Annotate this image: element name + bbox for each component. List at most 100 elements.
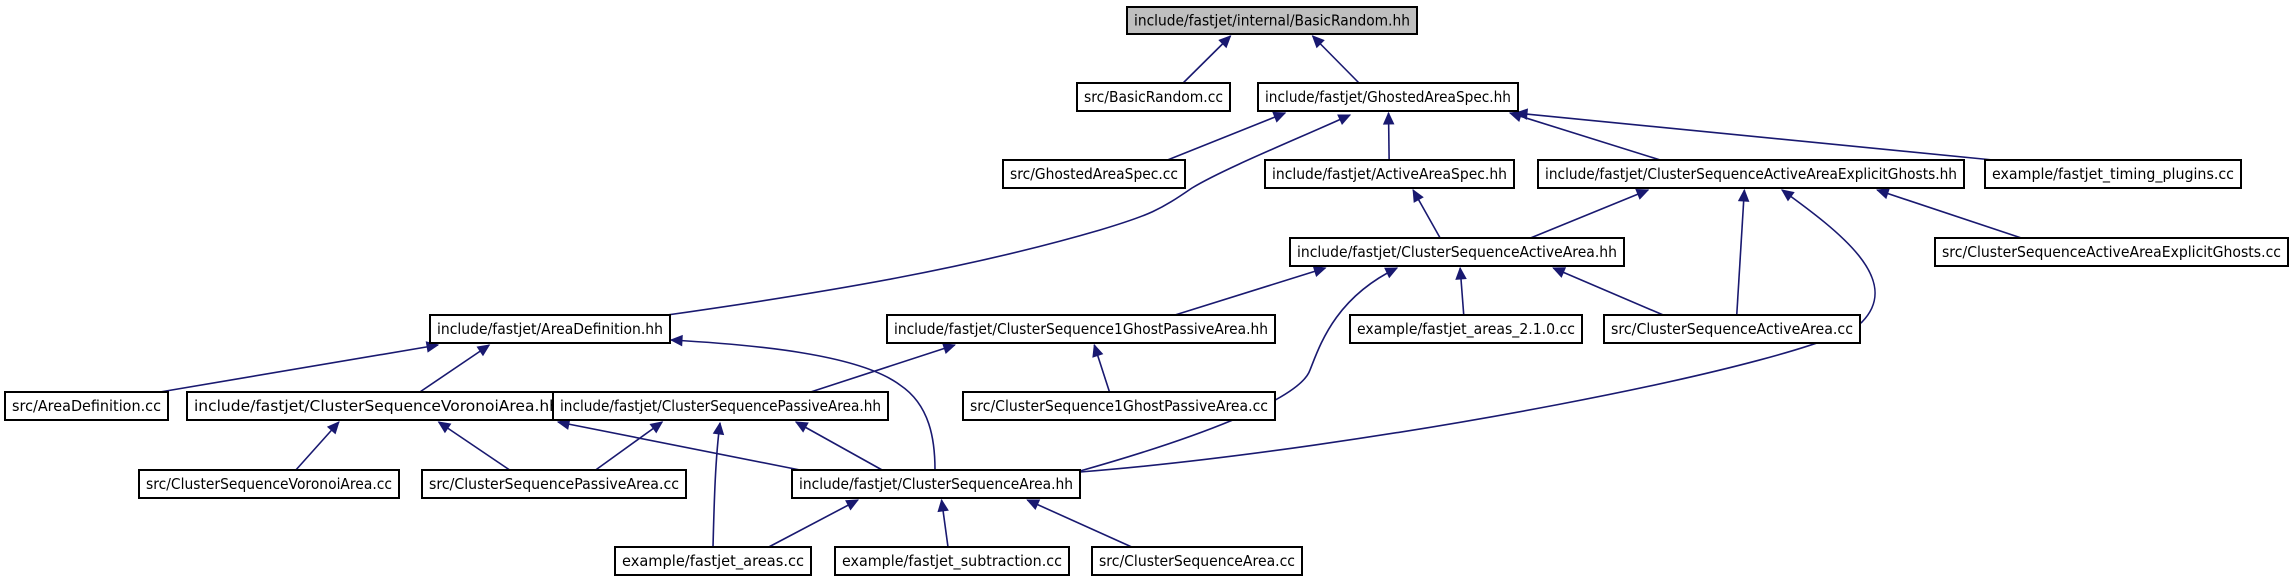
edge-n7-to-n19 <box>1079 267 1399 472</box>
graph-node[interactable]: include/fastjet/ClusterSequenceArea.hh <box>791 469 1081 499</box>
node-box <box>1984 159 2242 189</box>
edge-line <box>670 339 936 471</box>
edge-line <box>159 344 439 393</box>
edge-arrowhead <box>669 334 683 347</box>
graph-node[interactable]: example/fastjet_areas.cc <box>614 546 812 576</box>
node-box <box>421 469 687 499</box>
edge-line <box>1167 112 1286 161</box>
edge-arrowhead <box>1272 111 1287 123</box>
graph-root-node: include/fastjet/internal/BasicRandom.hh <box>1126 6 1418 35</box>
graph-node[interactable]: include/fastjet/ClusterSequence1GhostPas… <box>886 314 1276 344</box>
edge-n19-to-n21 <box>937 498 949 548</box>
node-box <box>186 391 567 421</box>
node-box <box>1349 314 1583 344</box>
edge-line <box>595 421 663 471</box>
node-label: example/fastjet_areas.cc <box>622 552 804 571</box>
edge-line <box>1079 189 1876 473</box>
graph-node[interactable]: include/fastjet/AreaDefinition.hh <box>429 314 671 344</box>
edge-n2-to-n4 <box>1382 111 1395 161</box>
edge-n14-to-n17 <box>295 421 340 471</box>
graph-node[interactable]: include/fastjet/ClusterSequenceActiveAre… <box>1537 159 1965 189</box>
edge-n2-to-n9 <box>659 114 1352 317</box>
edge-n4-to-n7 <box>1412 188 1441 239</box>
graph-node[interactable]: example/fastjet_timing_plugins.cc <box>1984 159 2242 189</box>
node-box <box>962 391 1276 421</box>
edge-n5-to-n12 <box>1735 188 1750 316</box>
graph-node[interactable]: src/ClusterSequenceActiveArea.cc <box>1603 314 1861 344</box>
graph-node[interactable]: src/ClusterSequence1GhostPassiveArea.cc <box>962 391 1276 421</box>
edge-line <box>768 499 859 548</box>
graph-node[interactable]: src/ClusterSequenceActiveAreaExplicitGho… <box>1934 237 2289 267</box>
graph-node[interactable]: include/fastjet/ClusterSequenceActiveAre… <box>1289 237 1625 267</box>
edge-n10-to-n15 <box>810 343 956 393</box>
edge-line <box>795 421 883 471</box>
edge-arrowhead <box>326 421 340 435</box>
edge-n7-to-n11 <box>1455 266 1467 316</box>
edge-n7-to-n10 <box>1174 265 1327 316</box>
node-box <box>834 546 1070 576</box>
edge-arrowhead <box>1635 188 1650 200</box>
edge-n9-to-n13 <box>159 341 440 393</box>
node-label: include/fastjet/ClusterSequence1GhostPas… <box>894 320 1268 338</box>
edge-line <box>1530 189 1649 239</box>
graph-node[interactable]: src/GhostedAreaSpec.cc <box>1002 159 1186 189</box>
node-label: src/ClusterSequencePassiveArea.cc <box>429 475 679 493</box>
edge-n15-to-n19 <box>794 421 883 471</box>
edge-line <box>438 421 511 471</box>
node-box <box>1289 237 1625 267</box>
edge-arrowhead <box>1876 188 1890 200</box>
edge-arrowhead <box>1382 111 1395 125</box>
edge-line <box>1509 112 1661 161</box>
node-label: example/fastjet_areas_2.1.0.cc <box>1357 320 1575 339</box>
graph-node[interactable]: src/ClusterSequenceVoronoiArea.cc <box>138 469 400 499</box>
edge-arrowhead <box>1455 266 1467 280</box>
edge-line <box>1079 267 1398 472</box>
node-label: include/fastjet/ClusterSequenceActiveAre… <box>1545 165 1957 183</box>
node-label: src/ClusterSequenceActiveArea.cc <box>1611 320 1853 338</box>
graph-node[interactable]: src/AreaDefinition.cc <box>4 391 169 421</box>
edge-line <box>1515 112 1994 161</box>
edge-arrowhead <box>476 344 491 357</box>
edge-n2-to-n3 <box>1167 111 1287 161</box>
node-box <box>429 314 671 344</box>
edge-arrowhead <box>1384 267 1399 279</box>
edge-arrowhead <box>1781 189 1795 202</box>
edge-line <box>1876 189 2022 239</box>
edge-arrowhead <box>712 421 725 436</box>
node-box <box>614 546 812 576</box>
edge-n10-to-n16 <box>1092 343 1111 393</box>
edge-arrowhead <box>1412 188 1424 203</box>
edge-n19-to-n22 <box>1026 499 1133 548</box>
edge-n19-to-n20 <box>768 499 860 548</box>
node-label: src/ClusterSequenceActiveAreaExplicitGho… <box>1942 243 2281 261</box>
edge-n15-to-n18 <box>595 421 664 471</box>
graph-node[interactable]: src/ClusterSequencePassiveArea.cc <box>421 469 687 499</box>
edge-n7-to-n12 <box>1552 267 1664 316</box>
edge-line <box>1735 189 1746 316</box>
edge-n2-to-n5 <box>1508 110 1661 161</box>
graph-node[interactable]: src/ClusterSequenceArea.cc <box>1091 546 1303 576</box>
node-label: include/fastjet/ClusterSequenceArea.hh <box>799 475 1073 493</box>
edge-arrowhead <box>437 421 452 434</box>
edge-n15-to-n20 <box>712 421 725 548</box>
edge-arrowhead <box>1092 343 1104 358</box>
edge-arrowhead <box>845 499 860 511</box>
node-label: src/GhostedAreaSpec.cc <box>1010 165 1178 183</box>
node-label: include/fastjet/AreaDefinition.hh <box>437 320 663 338</box>
node-box <box>1091 546 1303 576</box>
node-box <box>1257 82 1519 112</box>
edge-n9-to-n19 <box>669 334 936 471</box>
graph-node[interactable]: include/fastjet/ClusterSequencePassiveAr… <box>552 391 889 421</box>
graph-node[interactable]: include/fastjet/ActiveAreaSpec.hh <box>1264 159 1515 189</box>
edge-arrowhead <box>1218 35 1232 49</box>
edge-arrowhead <box>1311 35 1325 49</box>
graph-node[interactable]: example/fastjet_areas_2.1.0.cc <box>1349 314 1583 344</box>
edge-arrowhead <box>1737 188 1750 202</box>
graph-node[interactable]: include/fastjet/GhostedAreaSpec.hh <box>1257 82 1519 112</box>
node-label: src/ClusterSequenceArea.cc <box>1099 552 1295 570</box>
graph-node[interactable]: src/BasicRandom.cc <box>1076 82 1231 112</box>
graph-node[interactable]: example/fastjet_subtraction.cc <box>834 546 1070 576</box>
node-label: src/BasicRandom.cc <box>1084 88 1223 106</box>
graph-node[interactable]: include/fastjet/ClusterSequenceVoronoiAr… <box>186 391 567 421</box>
